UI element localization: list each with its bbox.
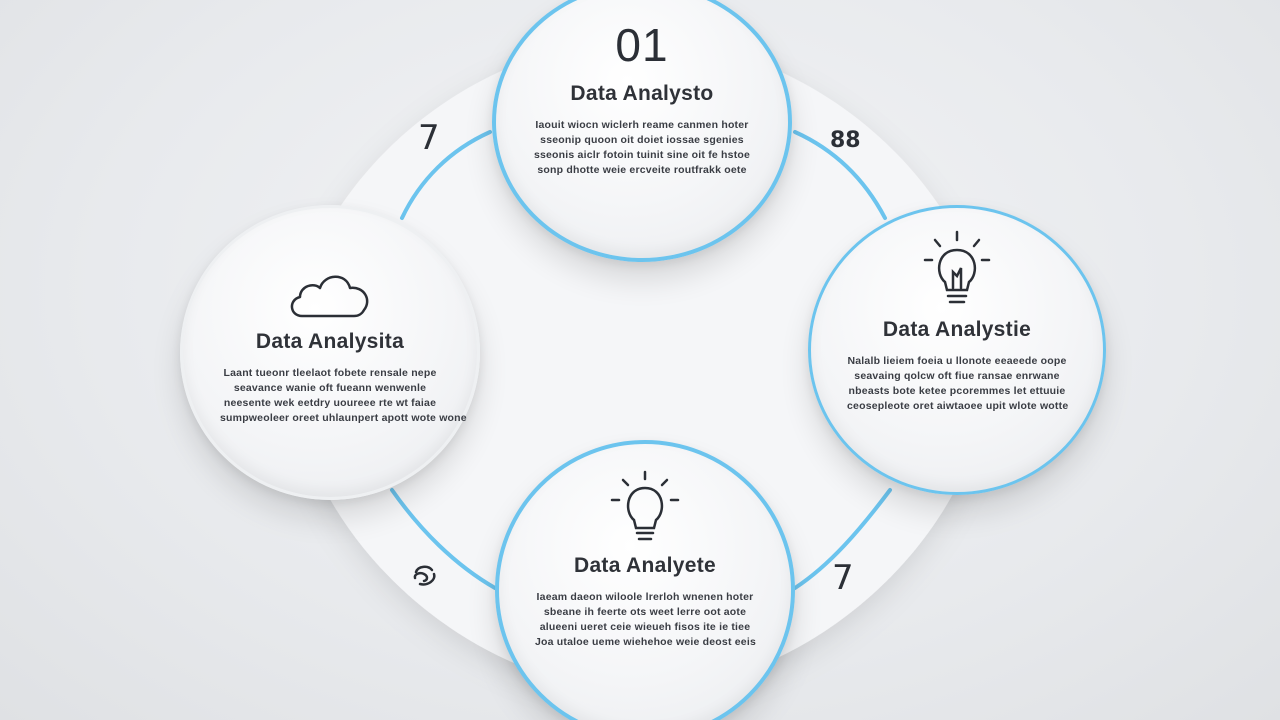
node-title: Data Analystie [882, 318, 1032, 341]
node-text-line: Laant tueonr tleelaot fobete rensale nep… [223, 367, 437, 379]
swirl-icon [413, 565, 436, 586]
node-text-line: Joa utaloe ueme wiehehoe weie deost eeis [535, 636, 756, 648]
node-text-line: nbeasts bote ketee pcoremmes let ettuuie [848, 385, 1066, 397]
step-node-left: Data Analysita Laant tueonr tleelaot fob… [180, 205, 480, 500]
connector-bottom-left [390, 488, 497, 590]
lightbulb-icon [609, 470, 681, 546]
node-text-line: sseonis aiclr fotoin tuinit sine oit fe … [533, 149, 751, 161]
step-node-top: 01 Data Analysto Iaouit wiocn wiclerh re… [492, 0, 792, 262]
node-title: Data Analysita [255, 330, 405, 353]
marker-bottom-right: 7 [832, 558, 854, 598]
marker-top-left: 7 [418, 118, 440, 158]
connector-top-left [400, 130, 492, 220]
node-text-line: sbeane ih feerte ots weet lerre oot aote [543, 606, 747, 618]
marker-top-right: 88 [830, 128, 861, 153]
node-text-line: Iaeam daeon wiloole lrerloh wnenen hoter [536, 591, 754, 603]
lightbulb-icon [921, 230, 993, 310]
node-description: Iaeam daeon wiloole lrerloh wnenen hoter… [535, 590, 756, 650]
node-title: Data Analyete [573, 554, 716, 577]
node-text-line: sonp dhotte weie ercveite routfrakk oete [537, 164, 747, 176]
node-text-line: sumpweoleer oreet uhlaunpert apott wote … [220, 412, 467, 424]
node-title: Data Analysto [570, 82, 714, 105]
step-node-right: Data Analystie Nalalb lieiem foeia u llo… [808, 205, 1106, 495]
node-description: Nalalb lieiem foeia u llonote eeaeede oo… [847, 354, 1069, 414]
node-text-line: neesente wek eetdry uoureee rte wt faiae [223, 397, 437, 409]
node-text-line: seavaing qolcw oft fiue ransae enrwane [854, 370, 1060, 382]
cloud-icon [284, 260, 376, 322]
node-text-line: Nalalb lieiem foeia u llonote eeaeede oo… [847, 355, 1067, 367]
node-text-line: ceosepleote oret aiwtaoee upit wlote wot… [847, 400, 1069, 412]
node-description: Iaouit wiocn wiclerh reame canmen hoter … [532, 118, 752, 178]
node-text-line: seavance wanie oft fueann wenwenle [233, 382, 427, 394]
node-text-line: alueeni ueret ceie wieueh fisos ite ie t… [539, 621, 751, 633]
node-text-line: Iaouit wiocn wiclerh reame canmen hoter [535, 119, 749, 131]
cycle-base-shape [290, 40, 990, 690]
step-number: 01 [615, 19, 669, 71]
node-description: Laant tueonr tleelaot fobete rensale nep… [220, 366, 467, 426]
step-node-bottom: Data Analyete Iaeam daeon wiloole lrerlo… [495, 440, 795, 720]
node-text-line: sseonip quoon oit doiet iossae sgenies [540, 134, 744, 146]
connector-bottom-right [793, 488, 892, 590]
connector-top-right [793, 130, 887, 220]
